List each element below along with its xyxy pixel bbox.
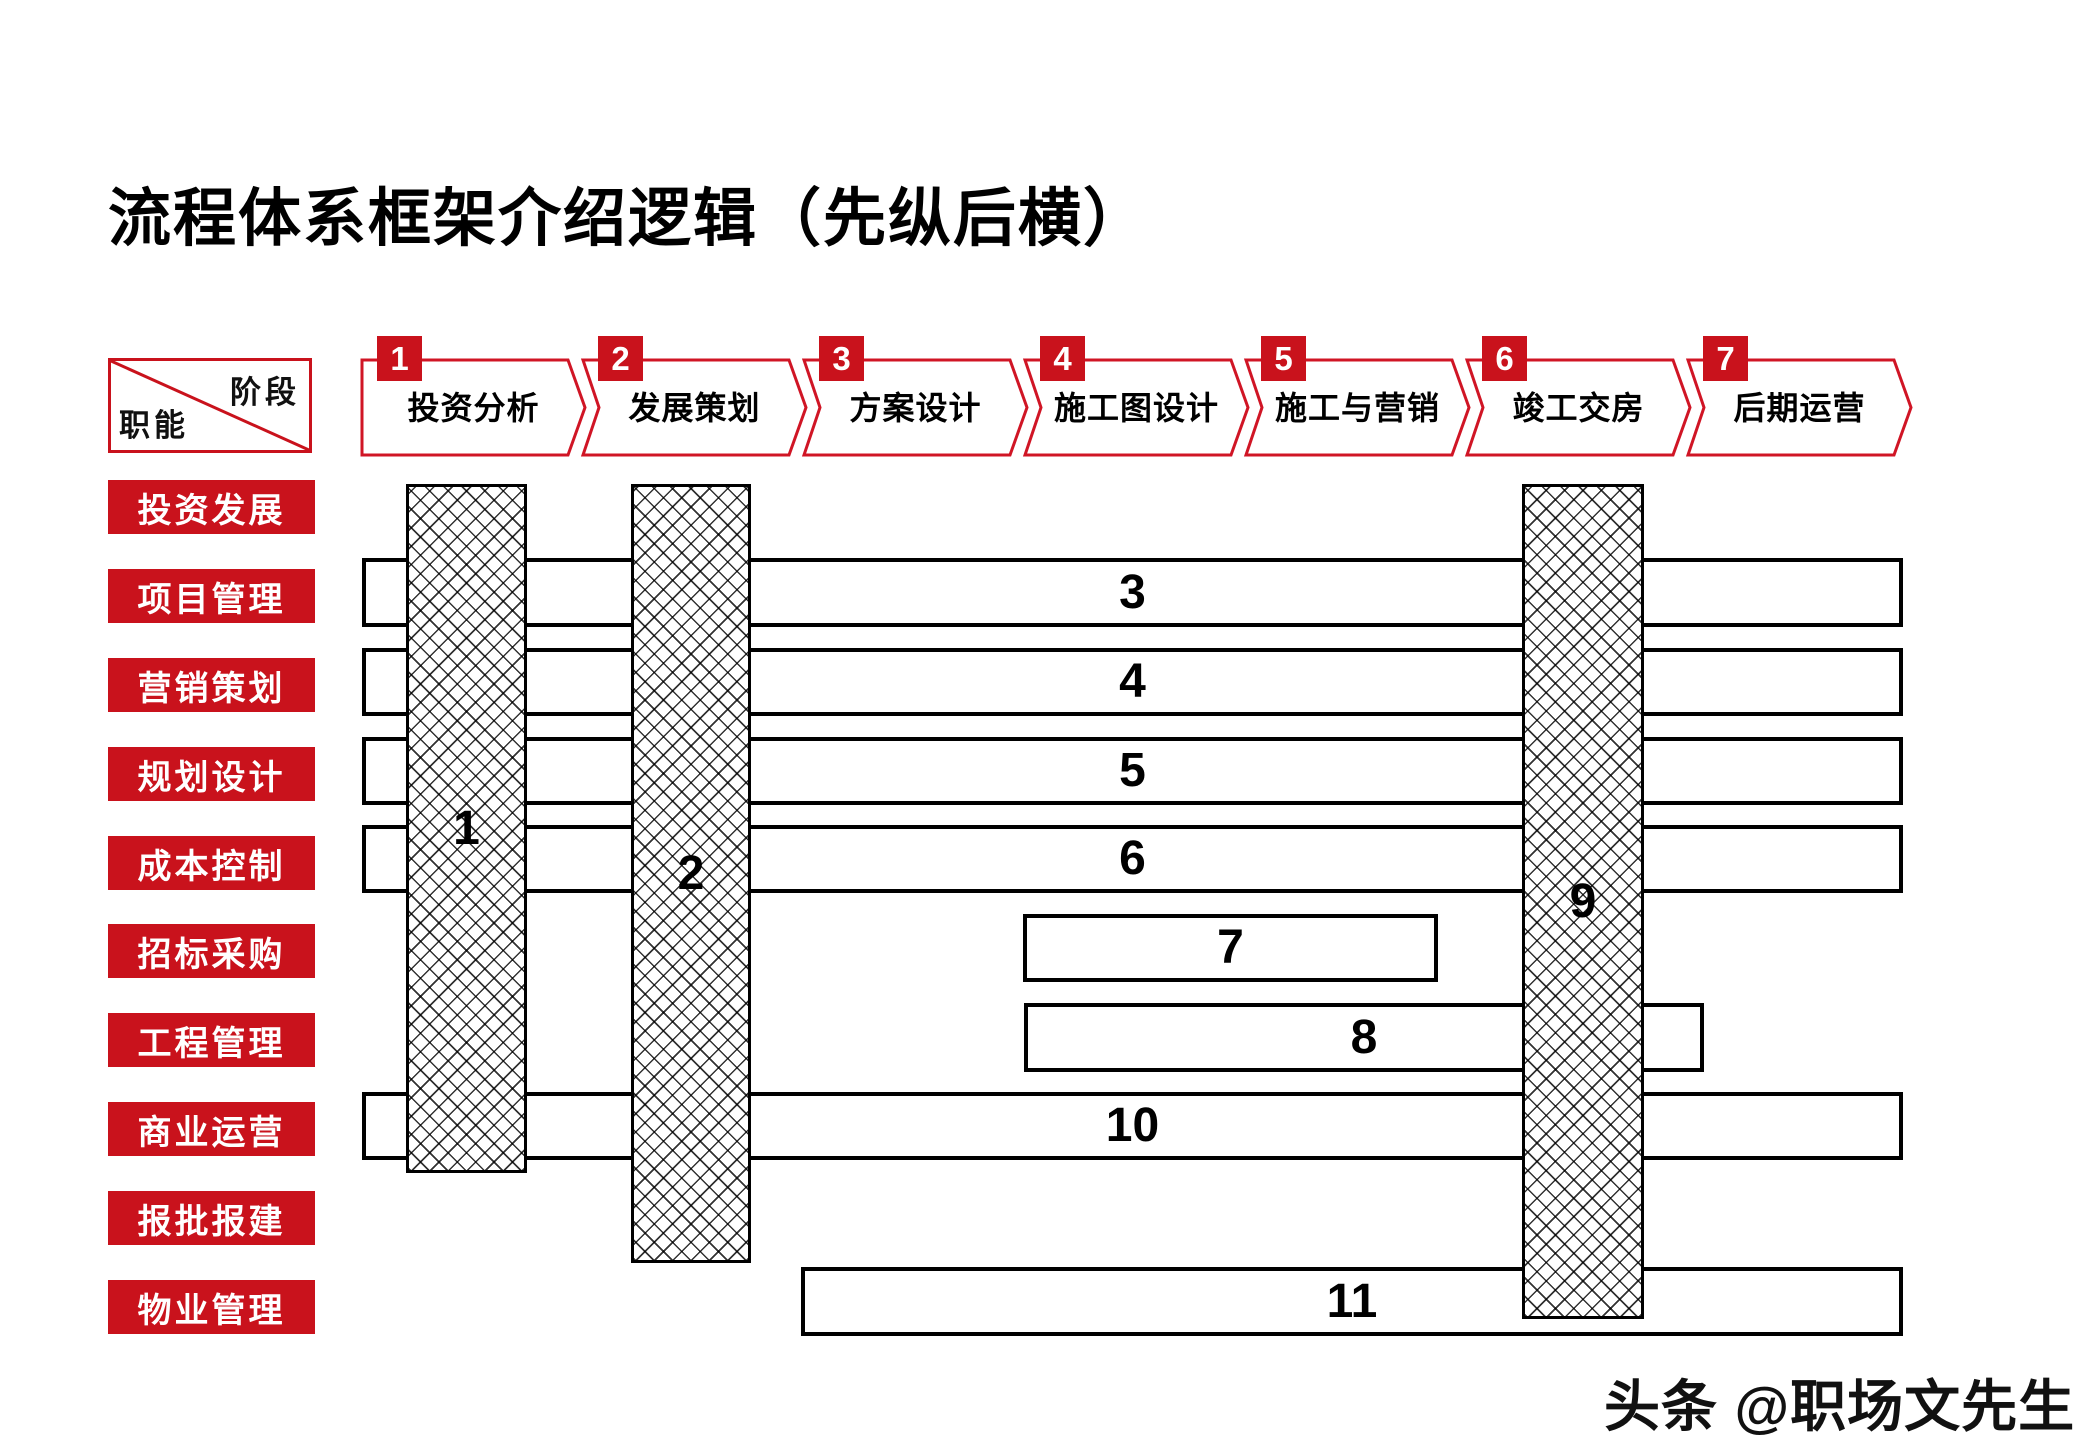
bar-number: 4 (1119, 655, 1146, 708)
phase-label: 施工图设计 (1053, 390, 1219, 426)
watermark: 头条 @职场文先生 (1604, 1375, 2076, 1438)
bar-number: 5 (1119, 744, 1146, 797)
phase-label: 发展策划 (628, 390, 761, 426)
function-button: 项目管理 (108, 569, 315, 623)
bar-number: 6 (1119, 832, 1146, 885)
phase-number-badge: 3 (819, 336, 864, 381)
bar-number: 1 (453, 801, 480, 855)
process-bar-horizontal: 11 (801, 1267, 1903, 1336)
function-button: 规划设计 (108, 747, 315, 801)
process-bar-horizontal: 4 (362, 648, 1903, 716)
bar-number: 10 (1105, 1099, 1160, 1152)
bar-number: 9 (1569, 874, 1597, 928)
process-bar-vertical-hatched: 1 (406, 484, 527, 1173)
process-bar-horizontal: 3 (362, 558, 1903, 627)
phase-number-badge: 5 (1261, 336, 1306, 381)
function-button: 成本控制 (108, 836, 315, 890)
function-button: 招标采购 (108, 924, 315, 978)
process-bar-vertical-hatched: 2 (631, 484, 751, 1263)
phase-number-badge: 6 (1482, 336, 1527, 381)
phase-label: 后期运营 (1733, 390, 1866, 426)
process-bar-horizontal: 5 (362, 737, 1903, 805)
bar-number: 8 (1350, 1010, 1378, 1064)
process-bar-horizontal: 10 (362, 1092, 1903, 1160)
phase-label: 竣工交房 (1512, 390, 1645, 426)
function-button: 商业运营 (108, 1102, 315, 1156)
phase-label: 方案设计 (849, 390, 982, 426)
process-bar-horizontal: 6 (362, 825, 1903, 893)
phase-label: 施工与营销 (1274, 390, 1440, 426)
page-title: 流程体系框架介绍逻辑（先纵后横） (108, 184, 1148, 254)
function-button: 营销策划 (108, 658, 315, 712)
process-bar-vertical-hatched: 9 (1522, 484, 1644, 1319)
phase-label: 投资分析 (407, 390, 540, 426)
process-bar-horizontal: 7 (1023, 914, 1438, 982)
diagonal-divider-line (111, 361, 309, 450)
bar-number: 2 (677, 846, 705, 900)
function-button: 工程管理 (108, 1013, 315, 1067)
phase-number-badge: 2 (598, 336, 643, 381)
function-button: 物业管理 (108, 1280, 315, 1334)
phase-number-badge: 4 (1040, 336, 1085, 381)
bar-number: 3 (1119, 565, 1146, 619)
bar-number: 11 (1326, 1274, 1378, 1328)
phase-number-badge: 1 (377, 336, 422, 381)
corner-cell: 阶段 职能 (108, 358, 312, 453)
phase-number-badge: 7 (1703, 336, 1748, 381)
corner-function-label: 职能 (119, 408, 189, 443)
function-button: 投资发展 (108, 480, 315, 534)
function-button: 报批报建 (108, 1191, 315, 1245)
bar-number: 7 (1217, 921, 1244, 974)
corner-phase-label: 阶段 (230, 375, 300, 410)
